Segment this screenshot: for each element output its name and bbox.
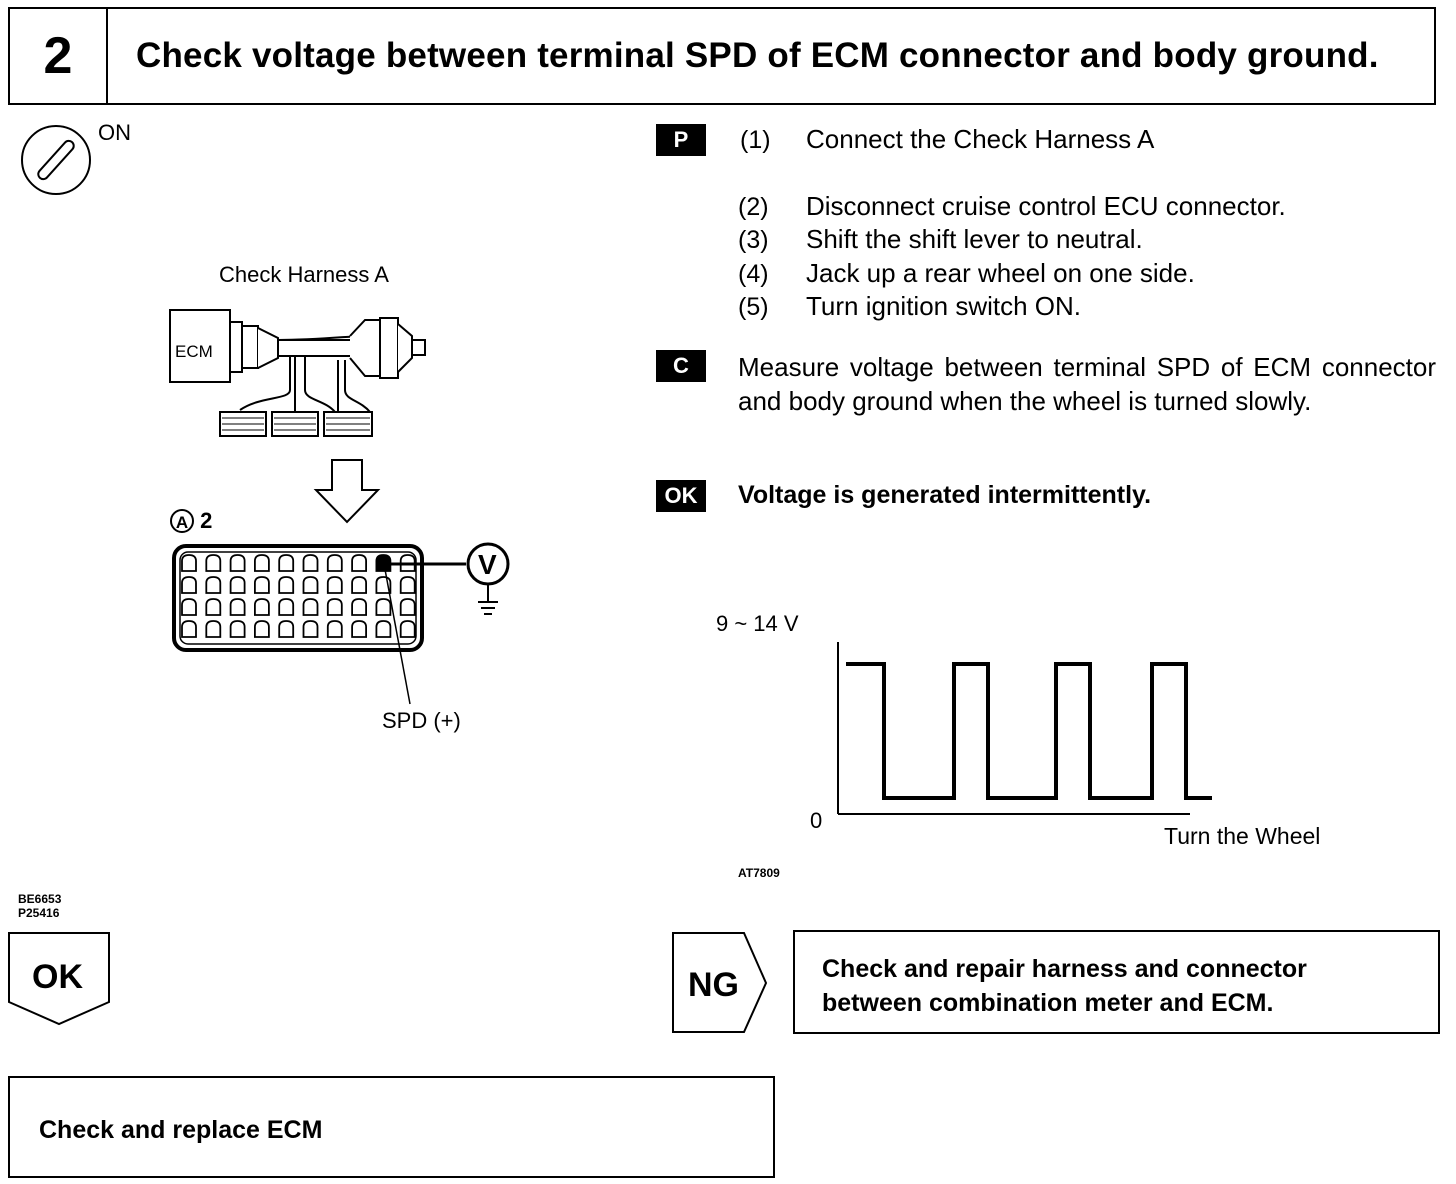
connector-pin [278, 620, 295, 638]
ok-tag: OK [656, 480, 706, 512]
step-3-text: Shift the shift lever to neutral. [806, 224, 1143, 254]
ecm-box [169, 309, 231, 383]
connector-pin [326, 620, 343, 638]
connector-pin [181, 576, 197, 594]
voltmeter-label: V [478, 549, 497, 580]
ng-action-line-2: between combination meter and ECM. [822, 989, 1274, 1017]
connector-pin [351, 620, 367, 638]
connector-pin [278, 576, 295, 594]
ok-action-box: Check and replace ECM [8, 1076, 775, 1178]
check-tag: C [656, 350, 706, 382]
spd-terminal-label: SPD (+) [382, 708, 461, 733]
prep-tag: P [656, 124, 706, 156]
connector-pin [399, 576, 416, 594]
step-3-num: (3) [738, 226, 769, 254]
connector-pin [326, 598, 343, 616]
ok-action-text: Check and replace ECM [39, 1116, 323, 1144]
expected-result: Voltage is generated intermittently. [738, 481, 1152, 509]
connector-pin [399, 598, 416, 616]
ng-action-box: Check and repair harness and connector b… [793, 930, 1440, 1034]
connector-pin [229, 554, 246, 572]
step-2-num: (2) [738, 193, 769, 221]
connector-pin [205, 598, 222, 616]
figure-code-2: P25416 [18, 906, 60, 920]
connector-pin [278, 598, 295, 616]
connector-pin [351, 554, 367, 572]
ignition-key-icon [21, 125, 91, 195]
connector-pin [229, 576, 246, 594]
ground-icon [478, 601, 498, 615]
connector-pin [375, 620, 392, 638]
step-4-num: (4) [738, 260, 769, 288]
step-header: 2 Check voltage between terminal SPD of … [8, 7, 1436, 105]
connector-pin [205, 620, 222, 638]
connector-pin [302, 598, 319, 616]
connector-pin [181, 554, 197, 572]
connector-pin [205, 554, 222, 572]
ng-outcome-badge: NG [672, 932, 768, 1033]
connector-pin [351, 576, 367, 594]
connector-pin [375, 598, 392, 616]
step-number: 2 [10, 9, 108, 103]
connector-pin [181, 620, 197, 638]
connector-pin [229, 620, 246, 638]
connector-pin [326, 576, 343, 594]
ng-action-line-1: Check and repair harness and connector [822, 955, 1307, 983]
connector-pin [229, 598, 246, 616]
measure-instruction: Measure voltage between terminal SPD of … [738, 352, 1436, 416]
connector-pin [326, 554, 343, 572]
harness-label: Check Harness A [219, 262, 389, 287]
spd-pin [375, 554, 392, 572]
connector-pin [254, 554, 270, 572]
connector-pin [351, 598, 367, 616]
waveform-low-label: 0 [810, 808, 823, 833]
connector-id: A 2 [170, 508, 212, 534]
step-5-num: (5) [738, 293, 769, 321]
step-4-text: Jack up a rear wheel on one side. [806, 258, 1195, 288]
step-5-text: Turn ignition switch ON. [806, 291, 1082, 321]
square-wave [846, 662, 1212, 800]
connector-pin [302, 576, 319, 594]
down-arrow-icon [313, 459, 381, 524]
waveform-x-label: Turn the Wheel [1164, 823, 1321, 849]
connector-number: 2 [200, 508, 213, 533]
waveform-code: AT7809 [738, 866, 780, 880]
ignition-on-label: ON [98, 120, 131, 145]
step-1-text: Connect the Check Harness A [806, 124, 1155, 154]
ok-outcome-label: OK [32, 958, 83, 996]
connector-pin [254, 620, 270, 638]
ng-outcome-label: NG [688, 966, 739, 1004]
ok-outcome-badge: OK [8, 932, 110, 1026]
connector-pin [181, 598, 197, 616]
waveform-high-label: 9 ~ 14 V [716, 611, 799, 636]
step-2-text: Disconnect cruise control ECU connector. [806, 191, 1286, 221]
figure-code-1: BE6653 [18, 892, 62, 906]
connector-pin [302, 620, 319, 638]
voltage-waveform [837, 642, 1212, 815]
step-1-num: (1) [740, 126, 771, 154]
connector-pin [399, 620, 416, 638]
connector-pin [254, 598, 270, 616]
connector-pin [278, 554, 295, 572]
ecm-label: ECM [175, 342, 213, 361]
ecm-connector-face: V [172, 542, 510, 705]
connector-pin [205, 576, 222, 594]
step-title: Check voltage between terminal SPD of EC… [136, 36, 1379, 75]
check-harness-diagram: ECM [169, 309, 426, 524]
connector-letter-icon: A [170, 509, 194, 533]
connector-pin [302, 554, 319, 572]
connector-pin [254, 576, 270, 594]
